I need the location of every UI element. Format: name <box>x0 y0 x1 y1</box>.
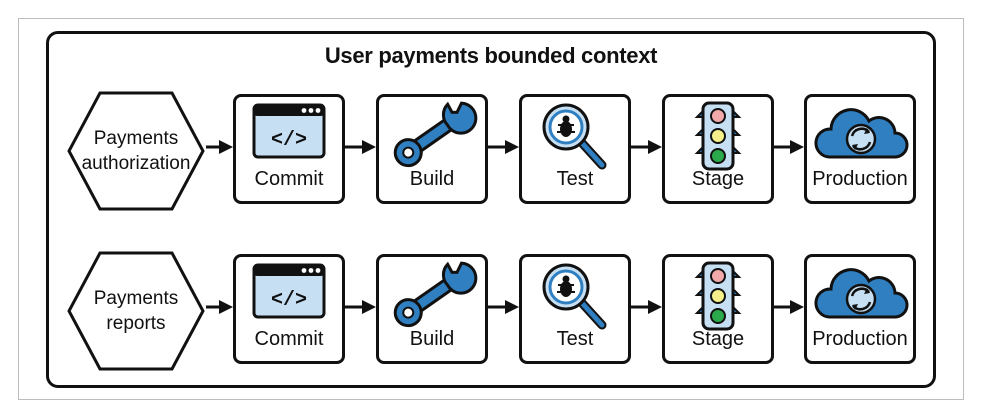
pipeline-stage-build: Build <box>376 254 488 364</box>
flow-arrow <box>488 299 519 315</box>
flow-arrow <box>631 299 662 315</box>
traffic-light-icon <box>665 101 771 171</box>
flow-arrow <box>774 299 804 315</box>
pipeline-stage-production: Production <box>804 94 916 204</box>
bounded-context-frame <box>46 31 936 388</box>
pipeline-stage-commit: </> Commit <box>233 94 345 204</box>
svg-text:</>: </> <box>271 129 307 152</box>
pipeline-stage-stage: Stage <box>662 94 774 204</box>
flow-arrow <box>488 139 519 155</box>
stage-label: Stage <box>691 168 745 190</box>
pipeline-stage-test: Test <box>519 94 631 204</box>
code-window-icon: </> <box>236 261 342 331</box>
stage-label: Production <box>812 328 908 350</box>
stage-label: Production <box>812 168 908 190</box>
bug-magnifier-icon <box>522 261 628 331</box>
wrench-icon <box>379 101 485 171</box>
pipeline-stage-stage: Stage <box>662 254 774 364</box>
flow-arrow <box>345 139 376 155</box>
stage-label: Stage <box>691 328 745 350</box>
flow-arrow <box>345 299 376 315</box>
flow-arrow <box>774 139 804 155</box>
flow-arrow <box>206 139 233 155</box>
pipeline-stage-commit: </> Commit <box>233 254 345 364</box>
svg-text:</>: </> <box>271 289 307 312</box>
stage-label: Test <box>556 168 594 190</box>
flow-arrow <box>631 139 662 155</box>
pipeline-stage-test: Test <box>519 254 631 364</box>
wrench-icon <box>379 261 485 331</box>
diagram-title: User payments bounded context <box>324 43 658 68</box>
figure-border <box>18 18 964 400</box>
code-window-icon: </> <box>236 101 342 171</box>
pipeline-stage-build: Build <box>376 94 488 204</box>
cloud-sync-icon <box>807 261 913 331</box>
stage-label: Commit <box>254 328 324 350</box>
stage-label: Build <box>409 328 455 350</box>
stage-label: Build <box>409 168 455 190</box>
pipeline-stage-production: Production <box>804 254 916 364</box>
stage-label: Commit <box>254 168 324 190</box>
cloud-sync-icon <box>807 101 913 171</box>
stage-label: Test <box>556 328 594 350</box>
traffic-light-icon <box>665 261 771 331</box>
flow-arrow <box>206 299 233 315</box>
bug-magnifier-icon <box>522 101 628 171</box>
